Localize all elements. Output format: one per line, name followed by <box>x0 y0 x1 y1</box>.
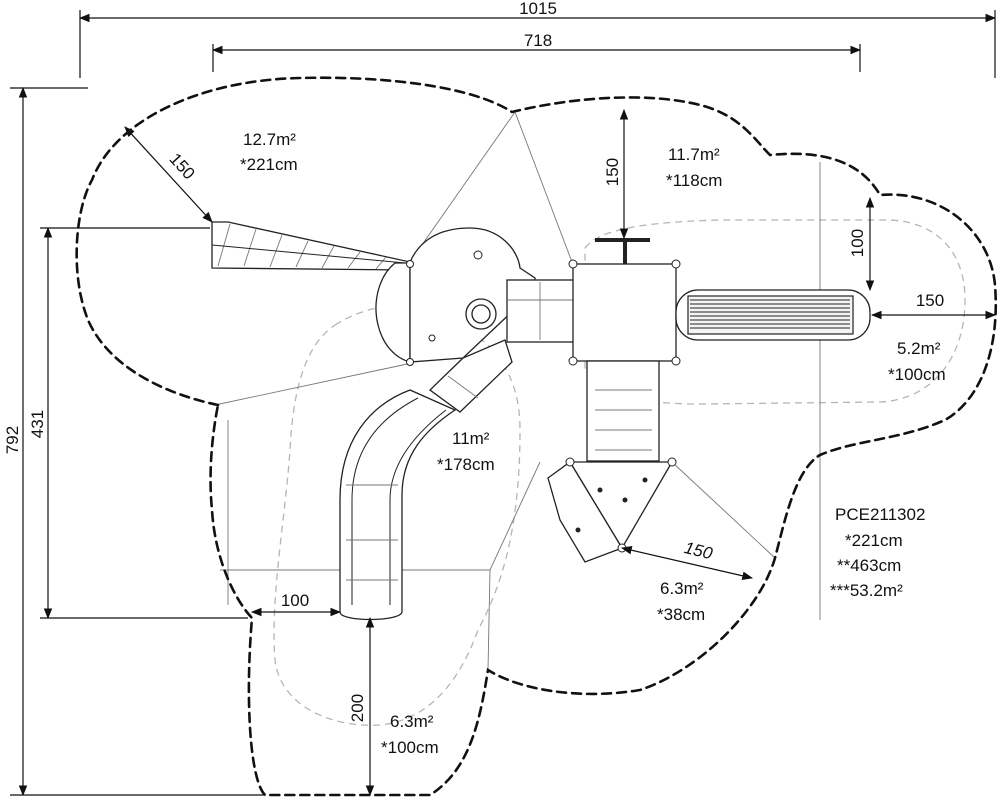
equipment <box>211 221 871 621</box>
dim-overall-height: 792 <box>3 426 22 454</box>
hatched-safety-zones <box>273 219 966 726</box>
dim-partial-height: 431 <box>28 410 47 438</box>
product-total-area: ***53.2m² <box>830 581 903 600</box>
dim-overall-width: 1015 <box>519 0 557 18</box>
climbing-ladder <box>211 221 412 271</box>
zone-4-area: 11m² <box>452 429 490 448</box>
dim-right-vertical-clearance: 100 <box>848 229 867 257</box>
zone-1-height: *221cm <box>240 155 298 174</box>
zone-5-height: *38cm <box>657 605 705 624</box>
tower-connector <box>428 339 513 413</box>
zone-2-height: *118cm <box>666 171 722 190</box>
triangle-climbing-wall <box>547 457 677 563</box>
dim-ladder-clearance: 150 <box>166 149 199 183</box>
product-free-height: *221cm <box>845 531 903 550</box>
stair-bridge <box>586 360 660 462</box>
safety-area-boundary <box>75 76 998 797</box>
hatched-zone-right <box>584 219 966 405</box>
zone-division-lines <box>214 111 821 671</box>
dim-slide-side-clearance: 100 <box>281 591 309 610</box>
curved-slide <box>339 389 457 621</box>
dimension-lines <box>10 10 997 797</box>
zone-1-area: 12.7m² <box>243 130 296 149</box>
zone-3-area: 5.2m² <box>897 339 941 358</box>
dim-right-horizontal-clearance: 150 <box>916 291 944 310</box>
zone-4-height: *178cm <box>437 455 495 474</box>
dim-slide-exit-clearance: 200 <box>348 694 367 722</box>
product-code: PCE211302 <box>835 505 925 524</box>
product-max-height: **463cm <box>837 556 901 575</box>
tunnel-slide <box>675 289 871 341</box>
hatched-zone-slide <box>273 304 521 726</box>
dim-inner-width: 718 <box>524 31 552 50</box>
bridge-platform <box>506 279 575 343</box>
zone-6-area: 6.3m² <box>390 712 434 731</box>
zone-3-height: *100cm <box>888 365 946 384</box>
zone-labels: 12.7m² *221cm 11.7m² *118cm 5.2m² *100cm… <box>240 130 946 757</box>
square-deck <box>568 238 681 366</box>
zone-6-height: *100cm <box>381 738 439 757</box>
product-info: PCE211302 *221cm **463cm ***53.2m² <box>830 505 925 600</box>
zone-2-area: 11.7m² <box>668 145 720 164</box>
dim-top-clearance: 150 <box>603 158 622 186</box>
dim-wall-clearance: 150 <box>682 538 715 563</box>
main-tower <box>375 227 536 366</box>
zone-5-area: 6.3m² <box>660 579 704 598</box>
